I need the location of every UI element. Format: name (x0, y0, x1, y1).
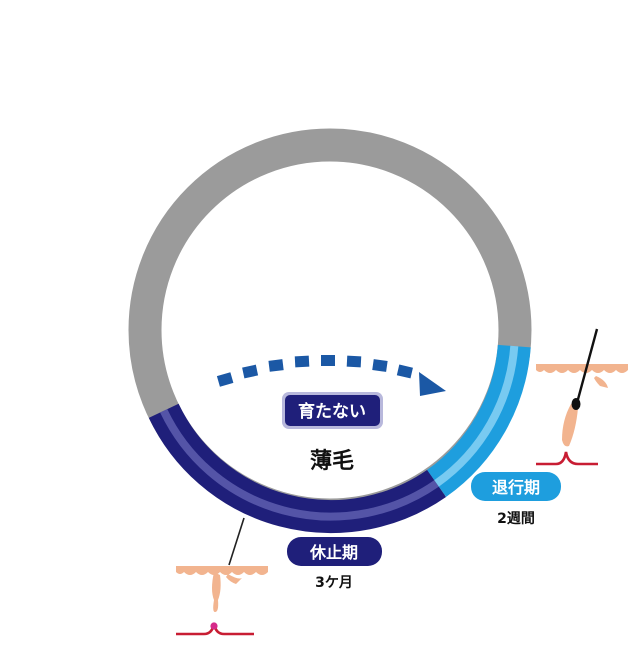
center-main-text: 薄毛 (310, 449, 354, 474)
resting-phase-name: 休止期 (309, 543, 358, 562)
resting-phase-label: 休止期 3ケ月 (287, 537, 382, 591)
regression-phase-arc-shine (434, 345, 519, 487)
regression-phase-duration: 2週間 (497, 511, 535, 527)
regression-phase-name: 退行期 (492, 478, 540, 497)
progress-arrow (216, 355, 446, 396)
resting-follicle-illustration (176, 517, 268, 636)
resting-phase-duration: 3ケ月 (315, 575, 353, 591)
center-badge-text: 育たない (298, 401, 366, 422)
regression-follicle-illustration (536, 328, 628, 466)
resting-phase-arc-shine (160, 409, 439, 521)
regression-phase-label: 退行期 2週間 (471, 472, 561, 527)
center-badge: 育たない (282, 392, 383, 429)
regression-phase-arc (426, 344, 531, 497)
